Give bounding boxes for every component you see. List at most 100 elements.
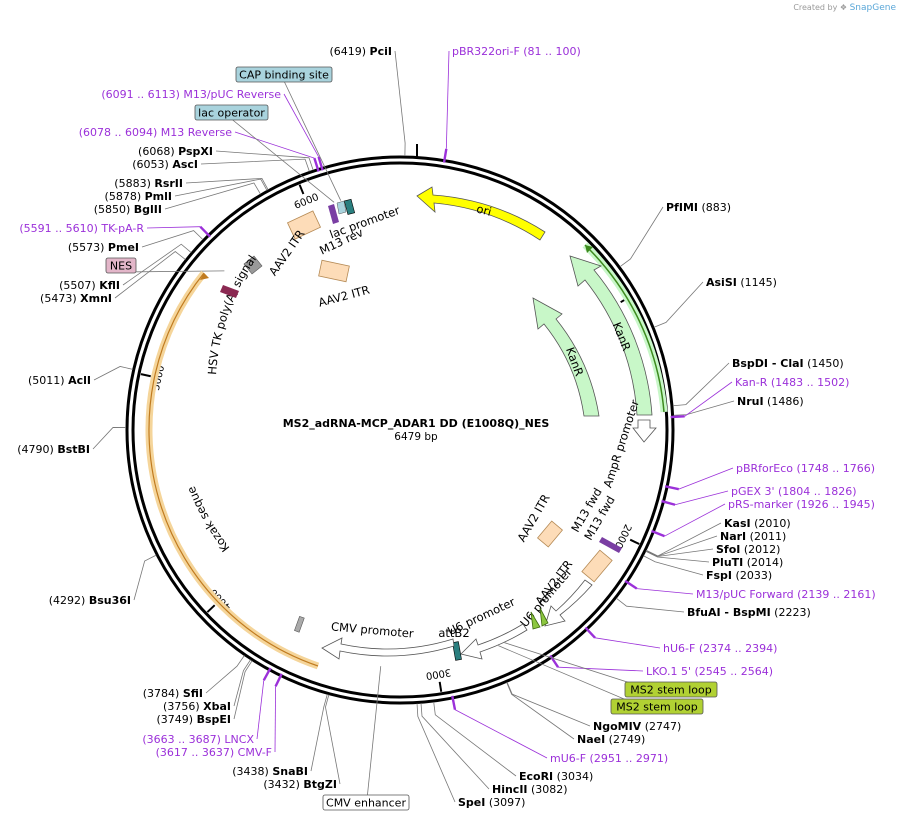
- green-arrow-2: [539, 607, 549, 627]
- aav2-itr-label-inner: AAV2 ITR: [317, 283, 371, 310]
- primer-marker: [584, 626, 596, 639]
- site-label[interactable]: (6068) PspXI: [138, 145, 213, 158]
- site-label[interactable]: (3432) BtgZI: [263, 778, 337, 791]
- plasmid-name: MS2_adRNA-MCP_ADAR1 DD (E1008Q)_NES: [283, 417, 550, 430]
- site-label[interactable]: EcoRI (3034): [519, 770, 593, 783]
- leader-lines: [92, 50, 735, 810]
- primer-leader: [256, 680, 265, 740]
- primer-label[interactable]: (6091 .. 6113) M13/pUC Reverse: [101, 88, 281, 101]
- orf-arrow-head: [200, 273, 209, 280]
- site-label[interactable]: (5883) RsrII: [114, 177, 183, 190]
- site-label[interactable]: (5507) KflI: [59, 279, 120, 292]
- nes-marker: [220, 285, 239, 298]
- site-label[interactable]: PfIMI (883): [666, 201, 731, 214]
- feature-box[interactable]: [322, 794, 410, 811]
- site-label[interactable]: FspI (2033): [706, 569, 772, 582]
- site-leader: [233, 659, 251, 707]
- primer-label[interactable]: pGEX 3' (1804 .. 1826): [731, 485, 857, 498]
- feature-box[interactable]: [610, 698, 704, 715]
- site-label[interactable]: (4292) Bsu36I: [49, 594, 131, 607]
- site-label[interactable]: NruI (1486): [737, 395, 804, 408]
- site-label[interactable]: (4790) BstBI: [17, 443, 90, 456]
- site-label[interactable]: NaeI (2749): [577, 733, 645, 746]
- primer-marker: [451, 695, 457, 710]
- site-label[interactable]: (3756) XbaI: [163, 700, 231, 713]
- site-label[interactable]: PluTI (2014): [712, 556, 783, 569]
- site-label[interactable]: (3438) SnaBI: [232, 765, 308, 778]
- primer-leader: [684, 381, 733, 417]
- primer-label[interactable]: pBRforEco (1748 .. 1766): [736, 462, 875, 475]
- site-label[interactable]: NgoMIV (2747): [593, 720, 681, 733]
- site-label[interactable]: (5011) AclI: [28, 374, 91, 387]
- snapgene-credit: Created by ❖ SnapGene: [793, 3, 896, 13]
- primer-label[interactable]: (3663 .. 3687) LNCX: [142, 733, 254, 746]
- site-leader: [643, 555, 704, 576]
- site-label[interactable]: (6419) PciI: [329, 45, 392, 58]
- site-label[interactable]: (6053) AscI: [132, 158, 198, 171]
- site-label[interactable]: KasI (2010): [724, 517, 791, 530]
- site-label[interactable]: (5850) BglII: [94, 203, 162, 216]
- site-leader: [653, 281, 704, 328]
- green-arrow-1: [530, 611, 541, 630]
- lac-promoter-marker: [343, 198, 356, 215]
- backbone-outer: [125, 155, 675, 705]
- feature-box-leader: [283, 80, 342, 201]
- site-leader: [92, 427, 127, 450]
- site-leader: [645, 548, 714, 557]
- primer-label[interactable]: M13/pUC Forward (2139 .. 2161): [696, 588, 876, 601]
- site-label[interactable]: (5573) PmeI: [68, 241, 139, 254]
- feature-box[interactable]: [235, 66, 333, 83]
- ampr-promoter-arrow: [632, 419, 657, 443]
- site-label[interactable]: (5878) PmlI: [105, 190, 172, 203]
- site-label[interactable]: NarI (2011): [720, 530, 786, 543]
- tick-label: 3000: [425, 666, 452, 681]
- primer-marker: [262, 667, 272, 681]
- feature-box-leader: [120, 270, 225, 273]
- site-label[interactable]: SpeI (3097): [458, 796, 525, 809]
- site-leader: [416, 703, 456, 803]
- site-label[interactable]: BfuAI - BspMI (2223): [687, 606, 811, 619]
- primer-label[interactable]: hU6-F (2374 .. 2394): [663, 642, 777, 655]
- site-leader: [174, 178, 268, 197]
- primer-leader: [454, 709, 548, 759]
- aav2-itr-inner: [318, 259, 350, 283]
- site-label[interactable]: BspDI - ClaI (1450): [732, 357, 844, 370]
- primer-label[interactable]: mU6-F (2951 .. 2971): [550, 752, 668, 765]
- site-label[interactable]: (3784) SfiI: [143, 687, 203, 700]
- primer-label[interactable]: (6078 .. 6094) M13 Reverse: [79, 126, 232, 139]
- site-label[interactable]: (3749) BspEI: [157, 713, 232, 726]
- primer-leader: [558, 666, 644, 672]
- site-leader: [420, 703, 490, 790]
- feature-box[interactable]: [624, 681, 718, 698]
- ori-label: ori: [475, 201, 493, 218]
- site-leader: [164, 182, 261, 210]
- site-label[interactable]: AsiSI (1145): [706, 276, 777, 289]
- feature-box-label: CMV enhancer: [326, 797, 406, 810]
- site-label[interactable]: SfoI (2012): [716, 543, 780, 556]
- kanr-arrow: [569, 255, 653, 416]
- primer-leader: [283, 93, 319, 158]
- primer-label[interactable]: (5591 .. 5610) TK-pA-R: [19, 222, 144, 235]
- u6-promoter-arrow-2: [460, 623, 528, 660]
- primer-label[interactable]: Kan-R (1483 .. 1502): [735, 376, 849, 389]
- feature-box[interactable]: [105, 257, 137, 274]
- primer-marker: [549, 654, 560, 668]
- primer-leader: [234, 131, 315, 159]
- primer-label[interactable]: pBR322ori-F (81 .. 100): [452, 45, 581, 58]
- feature-box[interactable]: [194, 104, 269, 121]
- site-leader: [506, 682, 591, 727]
- site-leader: [215, 150, 314, 171]
- site-label[interactable]: HincII (3082): [492, 783, 568, 796]
- site-label[interactable]: (5473) XmnI: [40, 292, 112, 305]
- primer-label[interactable]: LKO.1 5' (2545 .. 2564): [646, 665, 773, 678]
- backbone-inner: [131, 161, 669, 699]
- primer-label[interactable]: (3617 .. 3637) CMV-F: [156, 746, 272, 759]
- aav2-itr-right-outer: [581, 549, 613, 583]
- site-leader: [200, 158, 310, 172]
- kanr-band: [584, 244, 665, 413]
- u6-promoter-arrow-1: [544, 579, 593, 627]
- snapgene-logo-icon: ❖: [839, 3, 848, 12]
- primer-marker: [199, 225, 211, 238]
- primer-label[interactable]: pRS-marker (1926 .. 1945): [728, 498, 875, 511]
